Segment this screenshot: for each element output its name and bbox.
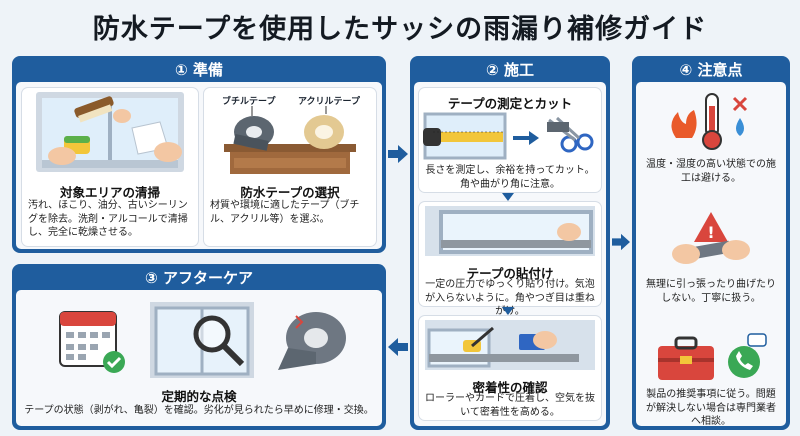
arrow-work-to-caution	[612, 233, 630, 251]
card-measure: テープの測定とカット 長さを測定し、余裕を持ってカット。角や曲がり角に注意。	[419, 88, 601, 192]
section-work-body: テープの測定とカット 長さを測定し、余裕を持ってカット。角や曲がり角に注意。	[414, 82, 606, 426]
roller-press-illustration	[425, 320, 595, 370]
measure-title: テープの測定とカット	[447, 96, 573, 111]
inspection-illustration	[59, 302, 346, 378]
cleaning-illustration	[36, 92, 184, 172]
arrow-prep-to-work	[388, 145, 408, 163]
clean-desc: 汚れ、ほこり、油分、古いシーリングを除去。洗剤・アルコールで清掃し、完全に乾燥さ…	[28, 200, 188, 238]
section-caution-heading: ④ 注意点	[679, 60, 743, 79]
arrow-measure-to-apply	[502, 193, 514, 201]
toolbox-phone-icon	[658, 333, 767, 380]
handle-desc: 無理に引っ張ったり曲げたりしない。丁寧に扱う。	[646, 279, 776, 304]
apply-tape-illustration	[425, 206, 595, 256]
arrow-work-to-after	[388, 338, 408, 356]
press-title: 密着性の確認	[472, 380, 548, 395]
section-caution-body: 温度・湿度の高い状態での施工は避ける。 ! 無理に引っ張ったり曲げたりしない。丁…	[636, 82, 786, 427]
measure-cut-illustration	[423, 112, 594, 160]
temp-desc: 温度・湿度の高い状態での施工は避ける。	[646, 159, 776, 184]
thermometer-icon	[671, 93, 748, 150]
section-prep: ① 準備 対象エリアの清掃 汚れ、	[12, 56, 386, 253]
arrow-apply-to-press	[502, 307, 514, 315]
inspect-desc: テープの状態（剥がれ、亀裂）を確認。劣化が見られたら早めに修理・交換。	[24, 405, 374, 416]
card-clean: 対象エリアの清掃 汚れ、ほこり、油分、古いシーリングを除去。洗剤・アルコールで清…	[22, 88, 198, 246]
card-press: 密着性の確認 ローラーやカードで圧着し、空気を抜いて密着性を高める。	[419, 316, 601, 420]
section-caution: ④ 注意点 温度・湿度の高い状態での施工は避ける。 ! 無理に引っ張ったり曲げた…	[632, 56, 790, 430]
select-title: 防水テープの選択	[240, 185, 340, 200]
tape-rolls-illustration	[224, 106, 356, 174]
tape-label-acrylic: アクリルテープ	[298, 97, 361, 107]
inspect-title: 定期的な点検	[161, 389, 237, 404]
select-desc: 材質や環境に適したテープ（ブチル、アクリル等）を選ぶ。	[210, 200, 360, 225]
section-prep-heading: ① 準備	[175, 60, 223, 79]
press-desc: ローラーやカードで圧着し、空気を抜いて密着性を高める。	[425, 393, 595, 418]
page-title: 防水テープを使用したサッシの雨漏り補修ガイド	[92, 13, 708, 45]
warning-hands-icon: !	[672, 212, 750, 264]
section-after-heading: ③ アフターケア	[145, 268, 253, 287]
clean-title: 対象エリアの清掃	[59, 185, 160, 200]
expert-desc: 製品の推奨事項に従う。問題が解決しない場合は専門業者へ相談。	[646, 389, 776, 427]
card-select: ブチルテープ アクリルテープ 防水テープの選択 材質や環境に適したテープ（ブチル…	[204, 88, 376, 246]
card-apply: テープの貼付け 一定の圧力でゆっくり貼り付け。気泡が入らないように。角やつぎ目は…	[419, 202, 601, 317]
section-after: ③ アフターケア 定期的な点検 テープの状態（剥がれ	[12, 264, 386, 430]
section-prep-body: 対象エリアの清掃 汚れ、ほこり、油分、古いシーリングを除去。洗剤・アルコールで清…	[16, 82, 382, 249]
section-work-heading: ② 施工	[486, 60, 534, 79]
section-after-body: 定期的な点検 テープの状態（剥がれ、亀裂）を確認。劣化が見られたら早めに修理・交…	[16, 290, 382, 426]
apply-title: テープの貼付け	[466, 266, 554, 281]
svg-text:!: !	[707, 223, 714, 242]
tape-label-butyl: ブチルテープ	[222, 97, 276, 107]
measure-desc: 長さを測定し、余裕を持ってカット。角や曲がり角に注意。	[425, 165, 595, 190]
section-work: ② 施工 テープの測定とカット 長さを測定し、余裕を持ってカット。角や曲がり角に…	[410, 56, 610, 430]
